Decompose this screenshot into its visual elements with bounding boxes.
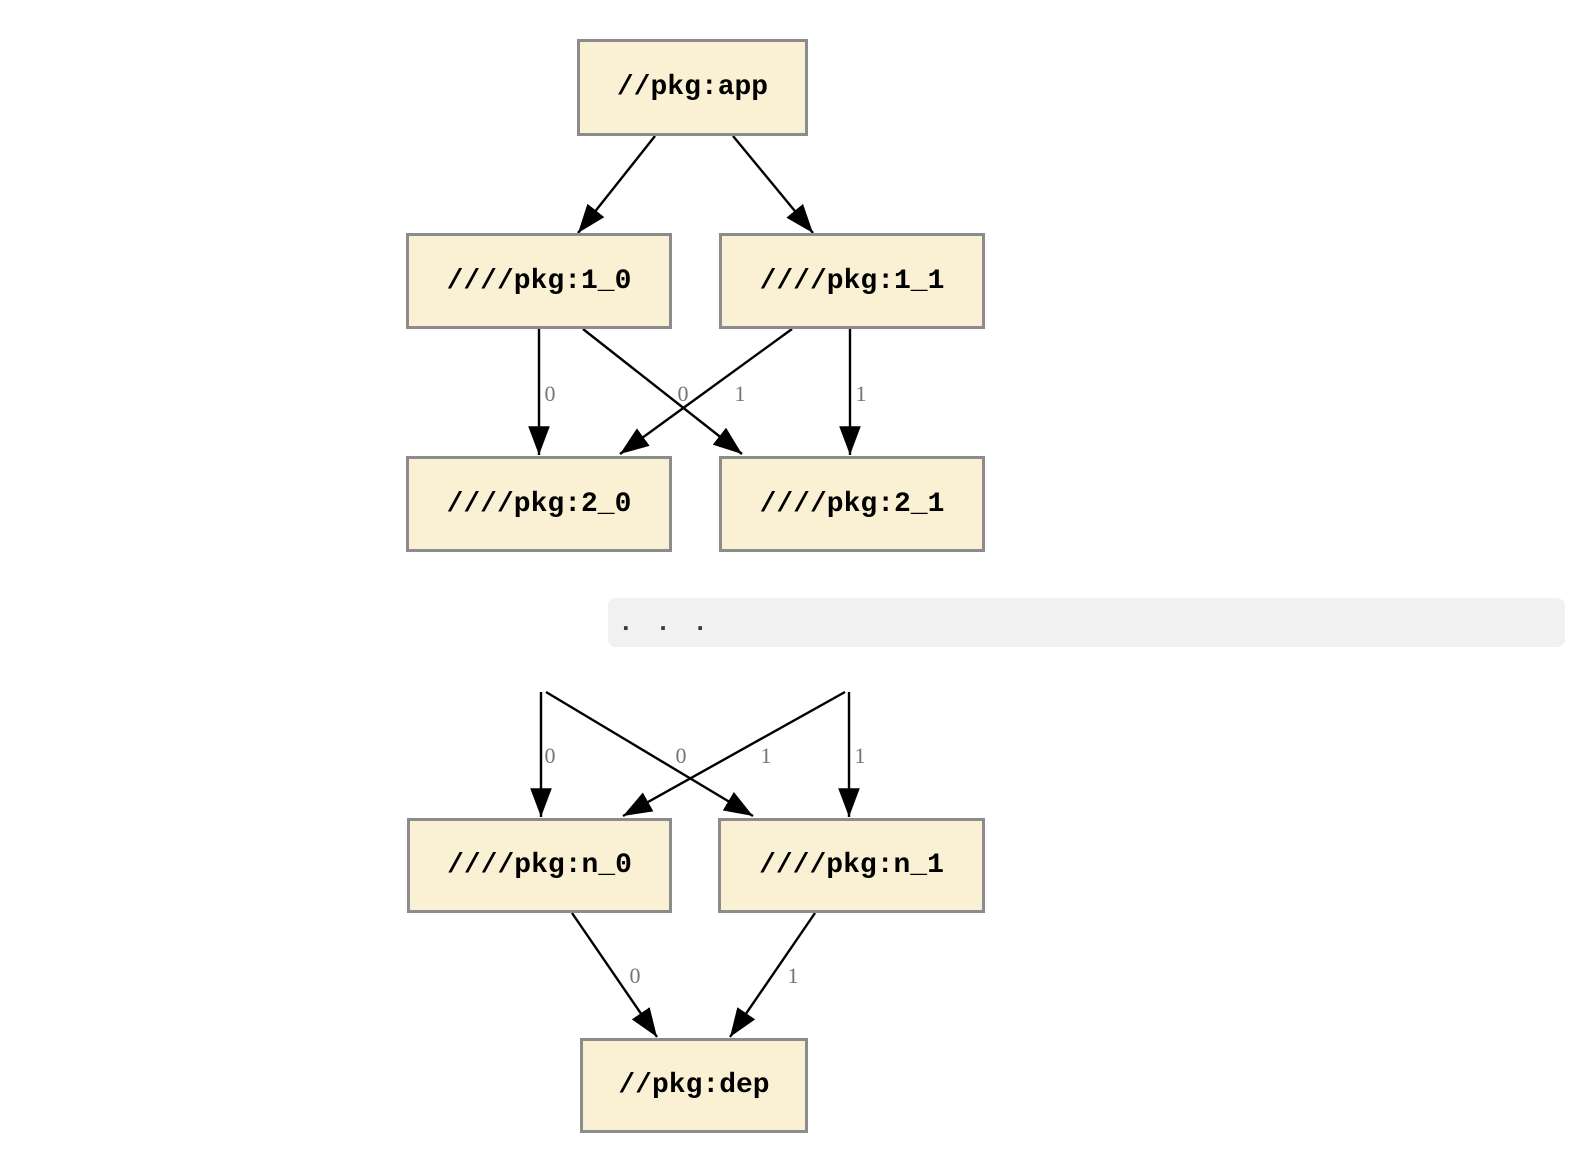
- graph-node-label: ////pkg:n_1: [759, 850, 944, 881]
- graph-node-app: //pkg:app: [577, 39, 808, 136]
- graph-node-pkgn_1: ////pkg:n_1: [718, 818, 985, 913]
- ellipsis-text: . . .: [618, 607, 712, 638]
- edge-label-pkgn_1-to-dep: 1: [788, 963, 799, 988]
- graph-edge-pkg1_1-to-pkg2_0: [619, 328, 793, 455]
- graph-node-pkg2_0: ////pkg:2_0: [406, 456, 672, 552]
- graph-node-pkg1_1: ////pkg:1_1: [719, 233, 985, 329]
- graph-node-label: //pkg:dep: [618, 1070, 770, 1101]
- graph-node-label: ////pkg:2_1: [759, 488, 945, 520]
- graph-edge-pkg1_0-to-pkg2_1: [582, 328, 743, 455]
- edge-label-ellipsis-to-pkgn_1: 1: [855, 743, 866, 768]
- graph-node-pkgn_0: ////pkg:n_0: [407, 818, 672, 913]
- graph-node-label: ////pkg:2_0: [446, 488, 632, 520]
- graph-node-pkg2_1: ////pkg:2_1: [719, 456, 985, 552]
- graph-edge-labels: 0 1 0 1 0 1 0 1 0 1: [545, 381, 867, 988]
- edge-label-pkg1_1-to-pkg2_0: 0: [678, 381, 689, 406]
- graph-node-dep: //pkg:dep: [580, 1038, 808, 1133]
- graph-edge-ellipsis-to-pkgn_1: [545, 690, 754, 818]
- graph-node-label: ////pkg:1_0: [446, 265, 632, 297]
- edge-label-pkg1_0-to-pkg2_1: 1: [735, 381, 746, 406]
- graph-node-label: ////pkg:1_1: [759, 265, 945, 297]
- graph-node-label: ////pkg:n_0: [447, 850, 632, 881]
- graph-edge-pkgn_1-to-dep: [729, 912, 816, 1038]
- graph-edge-app-to-pkg1_1: [732, 135, 814, 234]
- graph-edges: [528, 135, 861, 1038]
- edge-label-pkg1_0-to-pkg2_0: 0: [545, 381, 556, 406]
- edge-label-ellipsis-to-pkgn_1: 1: [761, 743, 772, 768]
- edge-label-pkgn_0-to-dep: 0: [630, 963, 641, 988]
- edge-label-pkg1_1-to-pkg2_1: 1: [856, 381, 867, 406]
- graph-edge-app-to-pkg1_0: [577, 135, 656, 234]
- graph-node-label: //pkg:app: [616, 72, 769, 103]
- edge-label-ellipsis-to-pkgn_0: 0: [545, 743, 556, 768]
- ellipsis-separator: . . .: [608, 598, 1565, 647]
- edge-label-ellipsis-to-pkgn_0: 0: [676, 743, 687, 768]
- graph-edge-ellipsis-to-pkgn_0: [622, 690, 846, 818]
- graph-node-pkg1_0: ////pkg:1_0: [406, 233, 672, 329]
- graph-edge-pkgn_0-to-dep: [571, 912, 658, 1038]
